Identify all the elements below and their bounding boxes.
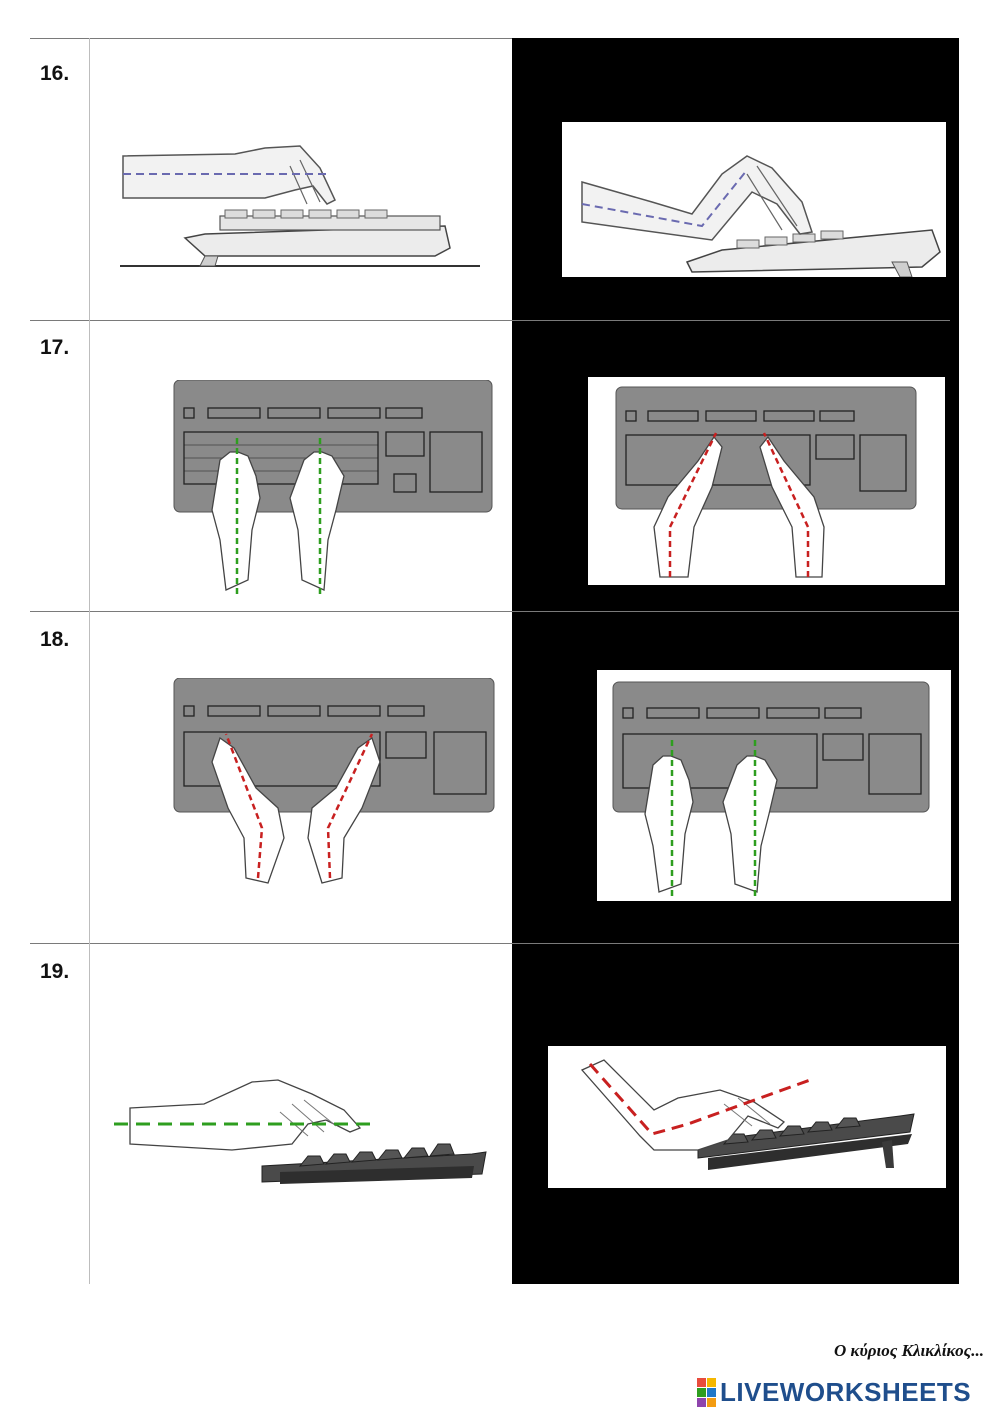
row-number-19: 19. bbox=[40, 960, 70, 983]
row-divider bbox=[30, 611, 959, 612]
row-divider bbox=[30, 38, 512, 39]
author-signature: Ο κύριος Κλικλίκος... bbox=[833, 1341, 984, 1360]
row-number-18: 18. bbox=[40, 628, 70, 651]
side-view-straight-wrist-image[interactable] bbox=[115, 138, 485, 273]
row-number-17: 17. bbox=[40, 336, 70, 359]
side-view-straight-arm-image[interactable] bbox=[112, 1074, 490, 1192]
liveworksheets-logo-icon bbox=[697, 1377, 716, 1407]
row-divider bbox=[30, 320, 950, 321]
column-divider bbox=[89, 38, 90, 1284]
row-divider bbox=[30, 943, 959, 944]
top-view-straight-hands-answer-image[interactable] bbox=[597, 670, 951, 901]
top-view-outward-hands-image[interactable] bbox=[172, 678, 496, 886]
liveworksheets-brand-text: LIVEWORKSHEETS bbox=[720, 1376, 972, 1407]
side-view-bent-arm-image[interactable] bbox=[548, 1046, 946, 1188]
row-number-16: 16. bbox=[40, 62, 70, 85]
top-view-angled-hands-image[interactable] bbox=[588, 377, 945, 585]
side-view-bent-wrist-image[interactable] bbox=[562, 122, 946, 277]
liveworksheets-logo[interactable]: LIVEWORKSHEETS bbox=[697, 1377, 971, 1407]
top-view-straight-hands-image[interactable] bbox=[172, 380, 494, 598]
